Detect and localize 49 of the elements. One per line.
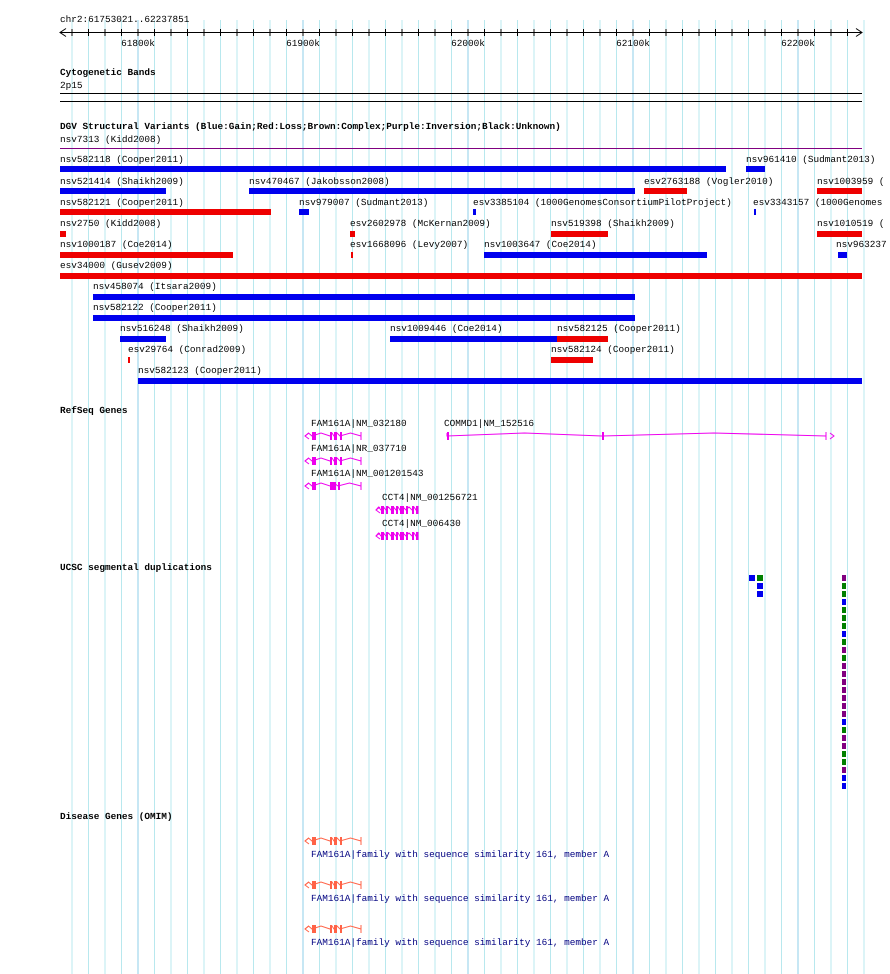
variant-label: esv34000 (Gusev2009): [60, 260, 173, 272]
gene-label: FAM161A|family with sequence similarity 161, member A: [311, 893, 610, 905]
variant-label: nsv582123 (Cooper2011): [138, 365, 262, 377]
variant-label: nsv516248 (Shaikh2009): [120, 323, 244, 335]
variant-label: nsv519398 (Shaikh2009): [551, 218, 675, 230]
track-title: Cytogenetic Bands: [60, 67, 156, 79]
variant-label: nsv582122 (Cooper2011): [93, 302, 217, 314]
variant-label: nsv470467 (Jakobsson2008): [249, 176, 390, 188]
coordinate-range: chr2:61753021..62237851: [60, 14, 190, 26]
variant-label: nsv458074 (Itsara2009): [93, 281, 217, 293]
gene-label: FAM161A|family with sequence similarity 161, member A: [311, 937, 610, 949]
variant-label: nsv521414 (Shaikh2009): [60, 176, 184, 188]
gene-label: COMMD1|NM_152516: [444, 418, 534, 430]
variant-label: esv1668096 (Levy2007): [350, 239, 468, 251]
variant-label: nsv963237: [836, 239, 887, 251]
variant-label: nsv1003647 (Coe2014): [484, 239, 597, 251]
track-title: DGV Structural Variants (Blue:Gain;Red:Loss;Brown:Complex;Purple:Inversion;Black:Unknown): [60, 121, 561, 133]
variant-label: nsv961410 (Sudmant2013): [746, 154, 876, 166]
variant-label: nsv582121 (Cooper2011): [60, 197, 184, 209]
band-label: 2p15: [60, 80, 83, 92]
gene-label: FAM161A|NM_001201543: [311, 468, 424, 480]
variant-label: esv29764 (Conrad2009): [128, 344, 246, 356]
variant-label: nsv979007 (Sudmant2013): [299, 197, 428, 209]
variant-label: nsv2750 (Kidd2008): [60, 218, 162, 230]
gene-label: FAM161A|NR_037710: [311, 443, 407, 455]
variant-label: nsv582125 (Cooper2011): [557, 323, 681, 335]
variant-label: nsv7313 (Kidd2008): [60, 134, 162, 146]
variant-label: nsv1010519 (: [817, 218, 885, 230]
gene-label: FAM161A|family with sequence similarity 161, member A: [311, 849, 610, 861]
gene-label: CCT4|NM_001256721: [382, 492, 478, 504]
variant-label: esv2602978 (McKernan2009): [350, 218, 491, 230]
variant-label: nsv582124 (Cooper2011): [551, 344, 675, 356]
scale-label: 61900k: [286, 38, 320, 50]
track-title: Disease Genes (OMIM): [60, 811, 173, 823]
gene-label: FAM161A|NM_032180: [311, 418, 407, 430]
scale-label: 61800k: [121, 38, 155, 50]
track-title: UCSC segmental duplications: [60, 562, 212, 574]
scale-label: 62100k: [616, 38, 650, 50]
variant-label: nsv1009446 (Coe2014): [390, 323, 503, 335]
scale-label: 62200k: [781, 38, 815, 50]
track-title: RefSeq Genes: [60, 405, 128, 417]
variant-label: esv3343157 (1000Genomes: [753, 197, 882, 209]
variant-label: esv3385104 (1000GenomesConsortiumPilotProject): [473, 197, 732, 209]
scale-label: 62000k: [451, 38, 485, 50]
variant-label: nsv1003959 (: [817, 176, 885, 188]
variant-label: nsv582118 (Cooper2011): [60, 154, 184, 166]
variant-label: esv2763188 (Vogler2010): [644, 176, 774, 188]
variant-label: nsv1000187 (Coe2014): [60, 239, 173, 251]
gene-label: CCT4|NM_006430: [382, 518, 461, 530]
